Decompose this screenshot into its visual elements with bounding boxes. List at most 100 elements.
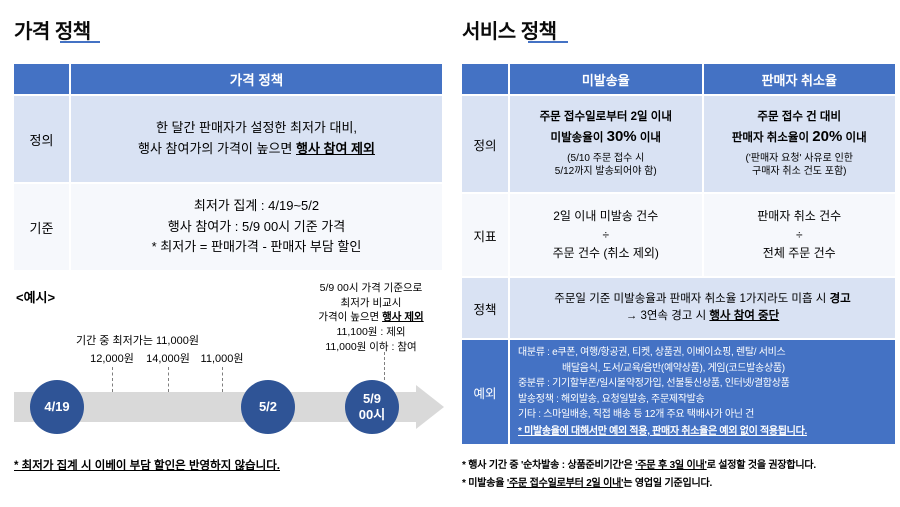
service-footnote-2: * 미발송율 '주문 접수일로부터 2일 이내'는 영업일 기준입니다. [462, 474, 712, 489]
service-policy-row-label: 정책 [473, 302, 497, 317]
rate-threshold-value: 20% [812, 128, 843, 146]
text: 가격이 높으면 [318, 311, 383, 324]
division-sign: ÷ [795, 227, 803, 242]
text-line: 5/12까지 발송되어야 함) [554, 166, 657, 178]
nonshipment-formula-cell: 2일 이내 미발송 건수 ÷ 주문 건수 (취소 제외) [508, 194, 702, 276]
price-table-header-row: 가격 정책 [14, 64, 442, 94]
text: * 미발송율 [462, 478, 507, 489]
milestone-circle-end: 5/9 00시 [345, 380, 399, 434]
leader-line [222, 367, 223, 392]
text: 판매자 취소율이 [731, 132, 813, 145]
example-note: 5/9 00시 가격 기준으로 최저가 비교시 가격이 높으면 행사 제외 11… [296, 281, 446, 354]
emphasized-text: 행사 참여 제외 [295, 141, 375, 156]
cancel-definition-cell: 주문 접수 건 대비 판매자 취소율이 20% 이내 ('판매자 요청' 사유로… [701, 96, 896, 192]
text: 이내 [636, 132, 661, 145]
service-indicator-row: 지표 2일 이내 미발송 건수 ÷ 주문 건수 (취소 제외) 판매자 취소 건… [462, 192, 895, 276]
emphasized-text: '주문 접수일로부터 2일 이내' [506, 478, 624, 489]
formula-denominator: 주문 건수 (취소 제외) [552, 246, 659, 261]
service-title-accent-line [528, 41, 568, 43]
text-line: 구매자 취소 건도 포함) [752, 166, 847, 178]
price-definition-cell: 한 달간 판매자가 설정한 최저가 대비, 행사 참여가의 가격이 높으면 행사… [69, 96, 442, 182]
seller-cancel-rate-header: 판매자 취소율 [701, 64, 895, 94]
price-point-1: 12,000원 [90, 353, 134, 365]
text-line: 주문 접수일로부터 2일 이내 [539, 111, 672, 124]
price-title-accent-line [60, 41, 100, 43]
cancel-formula-cell: 판매자 취소 건수 ÷ 전체 주문 건수 [701, 194, 896, 276]
service-policy-table: 미발송율 판매자 취소율 정의 주문 접수일로부터 2일 이내 미발송율이 30… [462, 64, 895, 444]
milestone-label: 5/2 [258, 398, 278, 414]
text-line: 주문 접수 건 대비 [757, 111, 842, 124]
formula-denominator: 전체 주문 건수 [762, 246, 836, 261]
price-definition-row-label: 정의 [29, 132, 54, 148]
price-policy-title: 가격 정책 [14, 21, 91, 43]
leader-line [112, 367, 113, 392]
text-line: 최저가 집계 : 4/19~5/2 [193, 197, 320, 213]
price-table-header: 가격 정책 [69, 64, 442, 94]
text-line: 11,100원 : 제외 [336, 326, 406, 339]
price-footnote: * 최저가 집계 시 이베이 부담 할인은 반영하지 않습니다. [14, 460, 280, 472]
division-sign: ÷ [602, 227, 610, 242]
text: 주문일 기준 미발송율과 판매자 취소율 1가지라도 미흡 시 [554, 292, 830, 305]
text-line: 행사 참여가의 가격이 높으면 행사 참여 제외 [138, 139, 375, 160]
service-exception-row: 예외 대분류 : e쿠폰, 여행/항공권, 티켓, 상품권, 이베이쇼핑, 렌탈… [462, 338, 895, 444]
text-line: → 3연속 경고 시 행사 참여 중단 [626, 308, 779, 325]
text-line: 한 달간 판매자가 설정한 최저가 대비, [155, 120, 358, 136]
milestone-label: 4/19 [44, 398, 70, 414]
service-footnote-1: * 행사 기간 중 '순차발송 : 상품준비기간'은 '주문 후 3일 이내'로… [462, 456, 816, 471]
text: 는 영업일 기준입니다. [623, 478, 713, 489]
policy-cell: 주문일 기준 미발송율과 판매자 취소율 1가지라도 미흡 시 경고 → 3연속… [508, 278, 895, 338]
timeline-arrowhead-icon [416, 385, 444, 429]
text-line: 기타 : 스마일배송, 직접 배송 등 12개 주요 택배사가 아닌 건 [518, 409, 755, 420]
example-heading: <예시> [16, 290, 56, 305]
note-leader-line [384, 352, 385, 380]
service-table-header-row: 미발송율 판매자 취소율 [462, 64, 895, 94]
price-criteria-cell: 최저가 집계 : 4/19~5/2 행사 참여가 : 5/9 00시 기준 가격… [69, 184, 442, 270]
milestone-circle-mid: 5/2 [241, 380, 295, 434]
price-header-corner-cell [14, 64, 69, 94]
service-policy-row: 정책 주문일 기준 미발송율과 판매자 취소율 1가지라도 미흡 시 경고 → … [462, 276, 895, 338]
price-criteria-row: 기준 최저가 집계 : 4/19~5/2 행사 참여가 : 5/9 00시 기준… [14, 182, 442, 270]
text-line: * 최저가 = 판매가격 - 판매자 부담 할인 [151, 239, 362, 255]
service-definition-row-label: 정의 [473, 138, 497, 153]
emphasized-text: '주문 후 3일 이내' [635, 460, 707, 471]
price-definition-row: 정의 한 달간 판매자가 설정한 최저가 대비, 행사 참여가의 가격이 높으면… [14, 94, 442, 182]
exception-cell: 대분류 : e쿠폰, 여행/항공권, 티켓, 상품권, 이베이쇼핑, 렌탈/ 서… [508, 340, 895, 444]
leader-line [168, 367, 169, 392]
emphasized-text: 행사 제외 [382, 311, 424, 324]
text-line: 대분류 : e쿠폰, 여행/항공권, 티켓, 상품권, 이베이쇼핑, 렌탈/ 서… [518, 347, 786, 358]
exception-note-line: * 미발송율에 대해서만 예외 적용, 판매자 취소율은 예외 없이 적용됩니다… [518, 425, 807, 437]
emphasized-text: 경고 [829, 292, 851, 305]
text: 미발송율이 [550, 132, 607, 145]
milestone-label: 5/9 [362, 390, 382, 406]
text-line: (5/10 주문 접수 시 [567, 152, 645, 164]
text: → 3연속 경고 시 [625, 310, 710, 322]
service-policy-title: 서비스 정책 [462, 21, 557, 43]
lowest-price-note: 기간 중 최저가는 11,000원 [76, 335, 199, 347]
text-line: 주문일 기준 미발송율과 판매자 취소율 1가지라도 미흡 시 경고 [554, 291, 850, 308]
text: * 행사 기간 중 '순차발송 : 상품준비기간'은 [462, 460, 636, 471]
service-indicator-row-label: 지표 [473, 229, 497, 244]
price-point-2: 14,000원 [146, 353, 190, 365]
text-line: ('판매자 요청' 사유로 인한 [745, 152, 853, 164]
text-line: 미발송율이 30% 이내 [551, 126, 662, 149]
price-policy-table: 가격 정책 정의 한 달간 판매자가 설정한 최저가 대비, 행사 참여가의 가… [14, 64, 442, 270]
price-point-3: 11,000원 [200, 353, 244, 365]
milestone-label: 00시 [358, 407, 386, 422]
nonshipment-definition-cell: 주문 접수일로부터 2일 이내 미발송율이 30% 이내 (5/10 주문 접수… [508, 96, 702, 192]
formula-numerator: 2일 이내 미발송 건수 [553, 209, 659, 224]
text-line: 5/9 00시 가격 기준으로 [319, 282, 423, 294]
milestone-circle-start: 4/19 [30, 380, 84, 434]
text: 로 설정할 것을 권장합니다. [706, 460, 817, 471]
price-criteria-row-label: 기준 [29, 220, 54, 236]
text-line: 행사 참여가 : 5/9 00시 기준 가격 [167, 218, 346, 234]
text-line: 최저가 비교시 [340, 296, 402, 309]
service-exception-row-label: 예외 [473, 386, 497, 401]
text-line: 가격이 높으면 행사 제외 [296, 310, 446, 325]
emphasized-text: 행사 참여 중단 [709, 310, 780, 322]
text-line: 11,000원 이하 : 참여 [325, 340, 417, 353]
text: 이내 [842, 132, 867, 145]
formula-numerator: 판매자 취소 건수 [757, 209, 842, 224]
service-header-corner-cell [462, 64, 508, 94]
text-line: 판매자 취소율이 20% 이내 [732, 126, 867, 149]
